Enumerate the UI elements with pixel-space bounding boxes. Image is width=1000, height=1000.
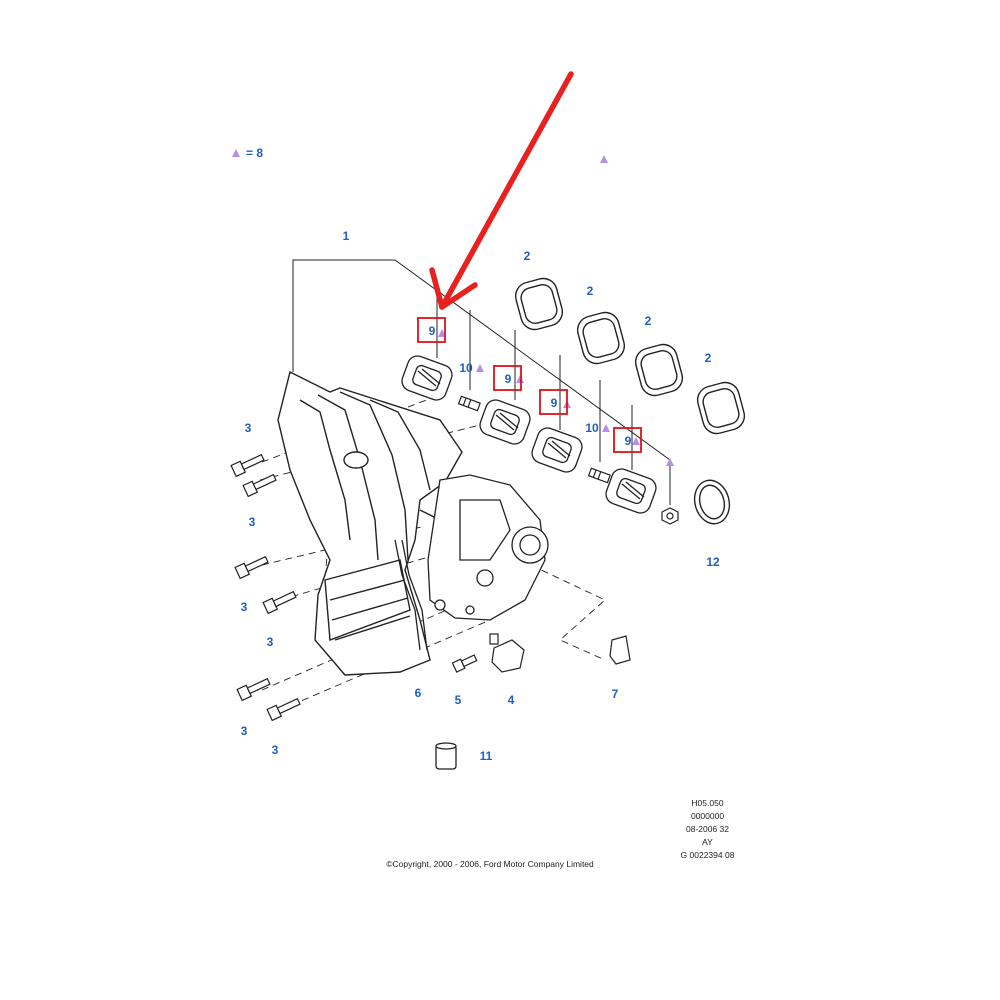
callout-3: 3 <box>249 515 256 529</box>
red-arrow <box>429 71 574 310</box>
ref-line: 08-2006 32 <box>685 824 729 834</box>
sleeve <box>435 742 457 770</box>
callout-9: 9 <box>625 434 632 448</box>
bolts <box>230 453 478 722</box>
seal-ring <box>693 479 731 525</box>
callout-11: 11 <box>480 749 493 763</box>
highlight-boxes <box>417 317 642 453</box>
callout-2: 2 <box>524 249 531 263</box>
bracket <box>609 635 631 665</box>
triangle-icon <box>666 458 674 466</box>
callout-9: 9 <box>429 324 436 338</box>
legend-text: = 8 <box>246 146 263 160</box>
triangle-markers <box>438 155 674 466</box>
callout-2: 2 <box>705 351 712 365</box>
callout-3: 3 <box>241 724 248 738</box>
callout-2: 2 <box>645 314 652 328</box>
callout-10: 10 <box>585 421 599 435</box>
callout-7: 7 <box>612 687 619 701</box>
ref-line: 0000000 <box>690 811 725 821</box>
nut <box>661 507 679 525</box>
swirl-flap-1 <box>401 355 453 401</box>
triangle-icon <box>632 437 640 445</box>
intake-manifold <box>277 370 463 676</box>
callout-12: 12 <box>706 555 720 569</box>
studs <box>457 395 611 484</box>
callout-4: 4 <box>508 693 515 707</box>
triangle-icon <box>602 424 610 432</box>
copyright: ©Copyright, 2000 - 2006, Ford Motor Comp… <box>386 859 594 869</box>
callout-5: 5 <box>455 693 462 707</box>
ref-line: AY <box>702 837 713 847</box>
triangle-icon <box>516 375 524 383</box>
triangle-icon <box>438 329 446 337</box>
callout-3: 3 <box>241 600 248 614</box>
swirl-flap-3 <box>531 427 583 473</box>
legend: = 8 <box>232 146 263 160</box>
ref-line: H05.050 <box>691 798 724 808</box>
callout-10: 10 <box>459 361 473 375</box>
throttle-body <box>427 474 549 621</box>
reference-block: H05.050 0000000 08-2006 32 AY G 0022394 … <box>660 797 755 862</box>
legend-triangle-icon <box>232 149 240 157</box>
triangle-icon <box>600 155 608 163</box>
ref-line: G 0022394 08 <box>680 850 735 860</box>
sensor <box>489 633 525 673</box>
callout-2: 2 <box>587 284 594 298</box>
callout-9: 9 <box>551 396 558 410</box>
swirl-flap-2 <box>479 399 531 445</box>
swirl-flap-4 <box>605 468 657 514</box>
callout-6: 6 <box>415 686 422 700</box>
gaskets <box>514 277 746 435</box>
callout-3: 3 <box>272 743 279 757</box>
callout-9: 9 <box>505 372 512 386</box>
callouts: 1 2 2 2 2 3 3 3 3 3 3 4 5 6 7 9 9 9 9 10… <box>241 229 720 763</box>
triangle-icon <box>476 364 484 372</box>
vacuum-pipe <box>394 539 428 651</box>
callout-1: 1 <box>343 229 350 243</box>
callout-3: 3 <box>245 421 252 435</box>
callout-3: 3 <box>267 635 274 649</box>
